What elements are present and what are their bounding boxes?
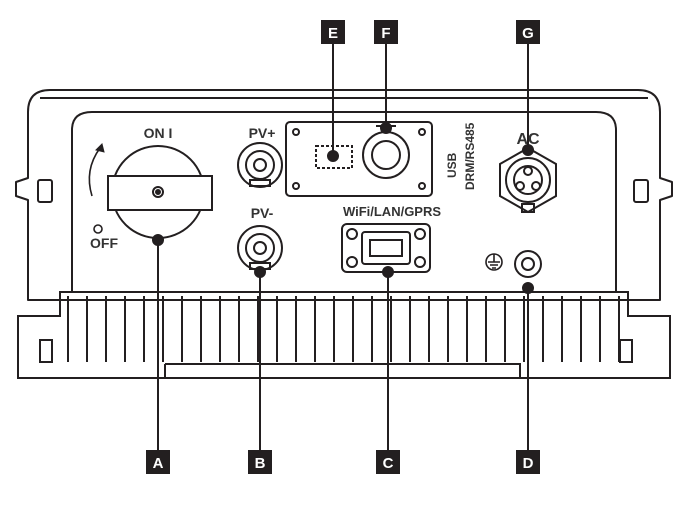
- callout-f: F: [374, 20, 398, 44]
- svg-text:C: C: [383, 455, 394, 472]
- off-indicator: [93, 224, 103, 234]
- svg-text:G: G: [522, 25, 534, 42]
- callout-c: C: [376, 450, 400, 474]
- pv-minus-connector: [237, 225, 283, 271]
- pv-plus-connector: [237, 142, 283, 188]
- svg-text:E: E: [328, 25, 338, 42]
- heatsink-fins: [67, 296, 620, 362]
- pv-minus-label: PV-: [251, 205, 274, 221]
- usb-label: USB: [445, 152, 459, 178]
- heatsink: [17, 291, 671, 379]
- pv-plus-label: PV+: [249, 125, 276, 141]
- right-bracket-slot: [619, 339, 633, 363]
- callout-g: G: [516, 20, 540, 44]
- ac-connector: [499, 146, 557, 214]
- left-bracket-slot: [39, 339, 53, 363]
- dc-switch: [88, 143, 213, 239]
- callout-d: D: [516, 450, 540, 474]
- communication-cover: [285, 121, 433, 197]
- ground-icon: [485, 253, 503, 271]
- callout-a: A: [146, 450, 170, 474]
- wifi-port: [341, 223, 431, 273]
- right-mount: [633, 179, 649, 203]
- switch-on-label: ON I: [144, 125, 173, 141]
- leader-lines: [152, 44, 534, 450]
- callout-b: B: [248, 450, 272, 474]
- svg-text:A: A: [153, 455, 164, 472]
- svg-text:D: D: [523, 455, 534, 472]
- svg-text:F: F: [381, 25, 390, 42]
- ground-terminal: [514, 250, 542, 278]
- connection-panel: [71, 111, 617, 293]
- svg-text:B: B: [255, 455, 266, 472]
- callout-e: E: [321, 20, 345, 44]
- switch-off-label: OFF: [90, 235, 118, 251]
- drm-label: DRM/RS485: [463, 122, 477, 190]
- left-mount: [37, 179, 53, 203]
- wifi-label: WiFi/LAN/GPRS: [343, 204, 441, 219]
